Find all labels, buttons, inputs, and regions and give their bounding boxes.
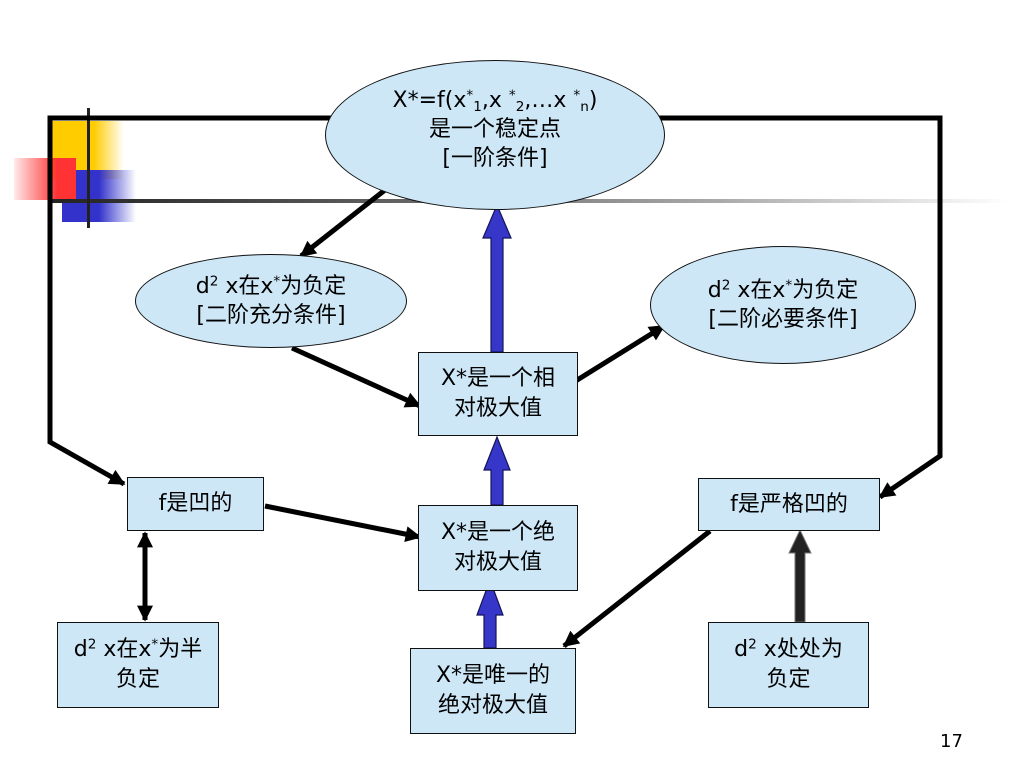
negative-semidefinite-label-line2: 负定 [115, 667, 160, 692]
absolute-max-node: X*是一个绝 对极大值 [418, 505, 578, 591]
second-order-necessary-condition: [二阶必要条件] [708, 307, 858, 332]
formula-text: x在x [730, 278, 786, 303]
f-strictly-concave-node: f是严格凹的 [698, 478, 880, 531]
formula-superscript: * [573, 87, 581, 103]
stable-point-formula: X*=f(x*1,x *2,…x *n) [393, 86, 598, 115]
formula-superscript: 2 [87, 636, 97, 653]
unique-absolute-max-label-line1: X*是唯一的 [435, 663, 551, 688]
arrow-relative-max-to-necessary [572, 323, 666, 385]
absolute-max-label-line1: X*是一个绝 [440, 520, 556, 545]
arrow-everywhere-negative-definite-to-strictly-concave [788, 528, 812, 623]
f-strictly-concave-label: f是严格凹的 [730, 491, 848, 517]
arrow-stable-to-sufficient [299, 188, 387, 258]
formula-superscript: * [151, 636, 159, 653]
formula-text: x在x [96, 637, 152, 662]
arrow-concave-to-absolute-max [264, 503, 422, 543]
second-order-sufficient-condition: [二阶充分条件] [196, 303, 346, 328]
absolute-max-label-line2: 对极大值 [453, 550, 542, 575]
f-concave-node: f是凹的 [127, 477, 264, 531]
connector-stable-to-concave [47, 115, 340, 487]
formula-text: x处处为 [756, 637, 843, 662]
arrow-sufficient-to-relative-max [290, 345, 422, 409]
negative-definite-everywhere-node: d2 x处处为 负定 [708, 622, 869, 708]
formula-superscript: * [508, 87, 516, 103]
negative-definite-everywhere-formula: d2 x处处为 [734, 635, 843, 665]
blue-arrow-absolute-to-relative [483, 435, 511, 506]
blue-arrow-relative-to-stable [482, 203, 512, 353]
formula-subscript: n [580, 98, 589, 115]
formula-superscript: * [785, 277, 793, 294]
second-order-necessary-node: d2 x在x*为负定 [二阶必要条件] [650, 246, 916, 364]
second-order-necessary-formula: d2 x在x*为负定 [708, 276, 859, 305]
formula-superscript: 2 [748, 636, 757, 653]
formula-text: d [734, 637, 749, 662]
second-order-sufficient-formula: d2 x在x*为负定 [196, 272, 347, 301]
formula-text: ,…x [524, 87, 574, 113]
formula-superscript: 2 [721, 277, 731, 294]
formula-text: 为负定 [280, 274, 347, 299]
relative-max-label-line2: 对极大值 [453, 396, 542, 421]
formula-text: 为负定 [792, 278, 859, 303]
unique-absolute-max-node: X*是唯一的 绝对极大值 [410, 648, 576, 734]
stable-point-node: X*=f(x*1,x *2,…x *n) 是一个稳定点 [一阶条件] [325, 60, 665, 210]
formula-text: d [195, 274, 210, 299]
negative-semidefinite-formula: d2 x在x*为半 [74, 635, 203, 665]
second-order-sufficient-node: d2 x在x*为负定 [二阶充分条件] [135, 254, 407, 348]
formula-superscript: * [273, 273, 281, 290]
stable-point-label: 是一个稳定点 [428, 116, 561, 142]
formula-text: d [707, 278, 722, 303]
formula-text: x在x [218, 274, 274, 299]
stable-point-condition: [一阶条件] [442, 145, 548, 171]
formula-text: 为半 [158, 637, 203, 662]
formula-superscript: 2 [209, 273, 219, 290]
negative-semidefinite-node: d2 x在x*为半 负定 [57, 622, 219, 708]
formula-text: ) [588, 87, 598, 113]
formula-text: ,x [481, 87, 509, 113]
unique-absolute-max-label-line2: 绝对极大值 [437, 693, 548, 718]
accent-red-block [14, 158, 76, 200]
negative-definite-everywhere-label-line2: 负定 [766, 667, 811, 692]
page-number: 17 [940, 731, 963, 752]
f-concave-label: f是凹的 [158, 491, 233, 516]
formula-subscript: 2 [515, 98, 525, 115]
formula-superscript: * [466, 87, 474, 103]
relative-max-label-line1: X*是一个相 [440, 366, 556, 391]
accent-vertical-line [87, 108, 90, 228]
formula-subscript: 1 [473, 98, 482, 115]
formula-text: d [73, 637, 88, 662]
relative-max-node: X*是一个相 对极大值 [418, 352, 578, 436]
arrow-strictly-concave-to-unique-max [562, 529, 712, 648]
formula-text: X*=f(x [392, 87, 467, 113]
blue-arrow-unique-to-absolute [476, 578, 504, 649]
connector-stable-to-strictly-concave [650, 115, 943, 500]
